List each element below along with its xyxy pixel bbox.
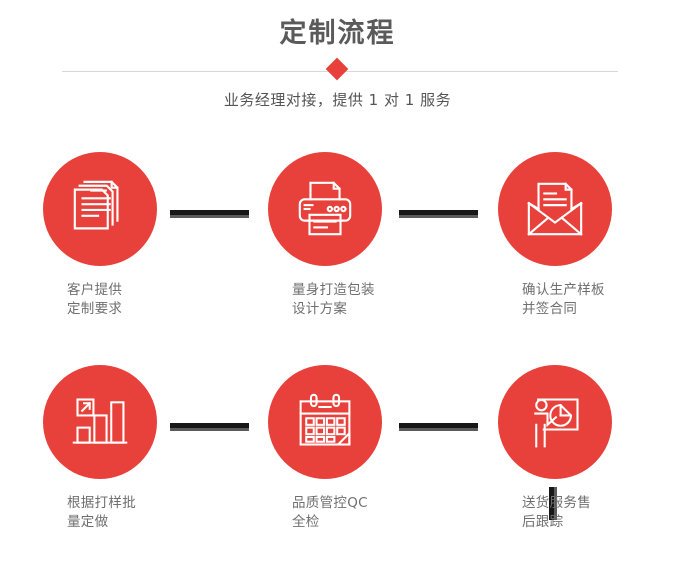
flow-step-1-circle[interactable] — [43, 152, 157, 266]
flow-step-6-label: 送货服务售 后跟踪 — [522, 495, 591, 530]
flow-row-bottom: 根据打样批 量定做 — [0, 365, 675, 578]
calendar-icon — [295, 392, 355, 452]
connector-bar-light — [399, 215, 478, 218]
flow-step-2-circle[interactable] — [268, 152, 382, 266]
diamond-icon — [325, 57, 349, 81]
connector-bar-light — [170, 428, 249, 431]
page-title: 定制流程 — [279, 18, 396, 49]
flow-step-1-label: 客户提供 定制要求 — [67, 282, 123, 317]
flow-step-3[interactable]: 确认生产样板 并签合同 — [475, 152, 635, 319]
connector-4-5 — [170, 423, 249, 431]
flow-step-2-label: 量身打造包装 设计方案 — [292, 282, 375, 317]
envelope-letter-icon — [524, 178, 586, 240]
connector-1-2 — [170, 210, 249, 218]
flow-step-2[interactable]: 量身打造包装 设计方案 — [245, 152, 405, 319]
process-flow: 客户提供 定制要求 — [0, 152, 675, 578]
connector-bar-dark — [549, 487, 554, 520]
connector-bar-dark — [399, 210, 478, 215]
documents-stack-icon — [69, 178, 131, 240]
connector-bar-dark — [170, 423, 249, 428]
connector-3-6-vertical — [549, 487, 557, 520]
flow-step-4-circle[interactable] — [43, 365, 157, 479]
flow-step-4-label: 根据打样批 量定做 — [67, 495, 136, 530]
connector-bar-dark — [399, 423, 478, 428]
bar-chart-growth-icon — [70, 392, 130, 452]
flow-step-1[interactable]: 客户提供 定制要求 — [20, 152, 180, 319]
connector-bar-light — [554, 487, 557, 520]
presenter-pie-chart-icon — [525, 392, 585, 452]
flow-step-6[interactable]: 送货服务售 后跟踪 — [475, 365, 635, 532]
flow-step-4[interactable]: 根据打样批 量定做 — [20, 365, 180, 532]
flow-step-5[interactable]: 品质管控QC 全检 — [245, 365, 405, 532]
flow-row-top: 客户提供 定制要求 — [0, 152, 675, 365]
printer-icon — [294, 178, 356, 240]
title-divider — [62, 57, 618, 81]
flow-step-5-circle[interactable] — [268, 365, 382, 479]
flow-step-3-label: 确认生产样板 并签合同 — [522, 282, 605, 317]
connector-5-6 — [399, 423, 478, 431]
connector-bar-dark — [170, 210, 249, 215]
flow-step-5-label: 品质管控QC 全检 — [292, 495, 368, 530]
connector-2-3 — [399, 210, 478, 218]
connector-bar-light — [170, 215, 249, 218]
page-subtitle: 业务经理对接，提供 1 对 1 服务 — [223, 91, 452, 109]
flow-step-3-circle[interactable] — [498, 152, 612, 266]
connector-bar-light — [399, 428, 478, 431]
flow-step-6-circle[interactable] — [498, 365, 612, 479]
